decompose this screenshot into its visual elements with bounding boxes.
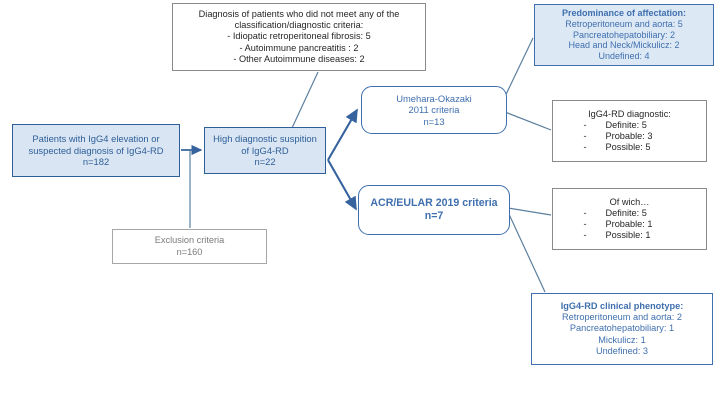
- node-exclusion-criteria[interactable]: Exclusion criteria n=160: [112, 229, 267, 264]
- diagnostic-row-definite: - Definite: 5: [553, 120, 706, 131]
- acreular-count: n=7: [424, 210, 444, 222]
- predominance-line-2: Pancreatohepatobiliary: 2: [572, 29, 676, 40]
- bullet-dash: -: [583, 142, 587, 153]
- node-predominance-of-affectation[interactable]: Predominance of affectation: Retroperito…: [534, 4, 714, 66]
- ofwich-definite: Definite: 5: [605, 207, 647, 218]
- node-high-diagnostic-suspicion[interactable]: High diagnostic suspition of IgG4-RD n=2…: [204, 127, 326, 174]
- nonmeet-line-3: - Idiopatic retroperitoneal fibrosis: 5: [227, 31, 371, 42]
- node-acr-eular-criteria[interactable]: ACR/EULAR 2019 criteria n=7: [358, 185, 510, 235]
- exclusion-label: Exclusion criteria: [154, 235, 225, 246]
- acreular-line-1: ACR/EULAR 2019 criteria: [370, 197, 498, 210]
- cohort-line-2: suspected diagnosis of IgG4-RD: [28, 144, 164, 156]
- bullet-dash: -: [583, 219, 587, 229]
- phenotype-line-2: Pancreatohepatobiliary: 1: [569, 323, 675, 334]
- predominance-heading: Predominance of affectation:: [561, 7, 687, 18]
- node-igg4rd-clinical-phenotype[interactable]: IgG4-RD clinical phenotype: Retroperiton…: [531, 293, 713, 365]
- diagnostic-heading: IgG4-RD diagnostic:: [588, 108, 671, 119]
- ofwich-row-definite: - Definite: 5: [553, 208, 706, 219]
- suspicion-count: n=22: [254, 156, 276, 168]
- connector-suspicion-to-umehara: [327, 108, 358, 161]
- bullet-dash: -: [583, 131, 587, 141]
- predominance-line-1: Retroperitoneum and aorta: 5: [565, 18, 683, 29]
- nonmeet-line-1: Diagnosis of patients who did not meet a…: [198, 8, 400, 19]
- predominance-line-4: Undefined: 4: [598, 51, 650, 62]
- ofwich-row-possible: - Possible: 1: [553, 230, 706, 241]
- connector-umehara-to-diagnostic: [504, 111, 552, 131]
- bullet-dash: -: [583, 207, 587, 218]
- node-of-which-breakdown[interactable]: Of wich… - Definite: 5 - Probable: 1 - P…: [552, 188, 707, 250]
- predominance-line-3: Head and Neck/Mickulicz: 2: [568, 40, 680, 51]
- phenotype-line-1: Retroperitoneum and aorta: 2: [561, 312, 683, 323]
- suspicion-line-2: of IgG4-RD: [241, 144, 289, 156]
- connector-acreular-to-ofwich: [507, 207, 552, 216]
- phenotype-line-3: Mickulicz: 1: [598, 334, 646, 345]
- umehara-line-1: Umehara-Okazaki: [396, 92, 472, 104]
- phenotype-heading: IgG4-RD clinical phenotype:: [560, 300, 684, 311]
- node-non-meeting-diagnoses[interactable]: Diagnosis of patients who did not meet a…: [172, 3, 426, 71]
- ofwich-heading: Of wich…: [609, 196, 650, 207]
- bullet-dash: -: [583, 119, 587, 130]
- node-igg4rd-diagnostic[interactable]: IgG4-RD diagnostic: - Definite: 5 - Prob…: [552, 100, 707, 162]
- diagnostic-definite: Definite: 5: [605, 119, 647, 130]
- phenotype-line-4: Undefined: 3: [595, 345, 649, 356]
- ofwich-probable: Probable: 1: [605, 219, 653, 229]
- diagnostic-possible: Possible: 5: [605, 142, 651, 153]
- connector-nonmeet-to-suspicion: [291, 71, 319, 129]
- cohort-count: n=182: [82, 156, 110, 168]
- connector-suspicion-to-acreular: [327, 159, 357, 211]
- umehara-line-2: 2011 criteria: [408, 104, 460, 116]
- bullet-dash: -: [583, 230, 587, 241]
- node-cohort[interactable]: Patients with IgG4 elevation or suspecte…: [12, 124, 180, 177]
- exclusion-count: n=160: [176, 246, 203, 257]
- node-umehara-okazaki-criteria[interactable]: Umehara-Okazaki 2011 criteria n=13: [361, 86, 507, 134]
- umehara-count: n=13: [423, 115, 445, 127]
- diagnostic-probable: Probable: 3: [605, 131, 653, 141]
- nonmeet-line-4: - Autoimmune pancreatitis : 2: [239, 42, 359, 53]
- connector-acreular-to-phenotype: [507, 211, 546, 293]
- diagnostic-row-possible: - Possible: 5: [553, 142, 706, 153]
- nonmeet-line-2: classification/diagnostic criteria:: [234, 20, 364, 31]
- cohort-line-1: Patients with IgG4 elevation or: [32, 133, 160, 145]
- nonmeet-line-5: - Other Autoimmune diseases: 2: [233, 53, 365, 64]
- diagnostic-row-probable: - Probable: 3: [553, 131, 706, 142]
- ofwich-possible: Possible: 1: [605, 230, 651, 241]
- suspicion-line-1: High diagnostic suspition: [213, 133, 317, 145]
- ofwich-row-probable: - Probable: 1: [553, 219, 706, 230]
